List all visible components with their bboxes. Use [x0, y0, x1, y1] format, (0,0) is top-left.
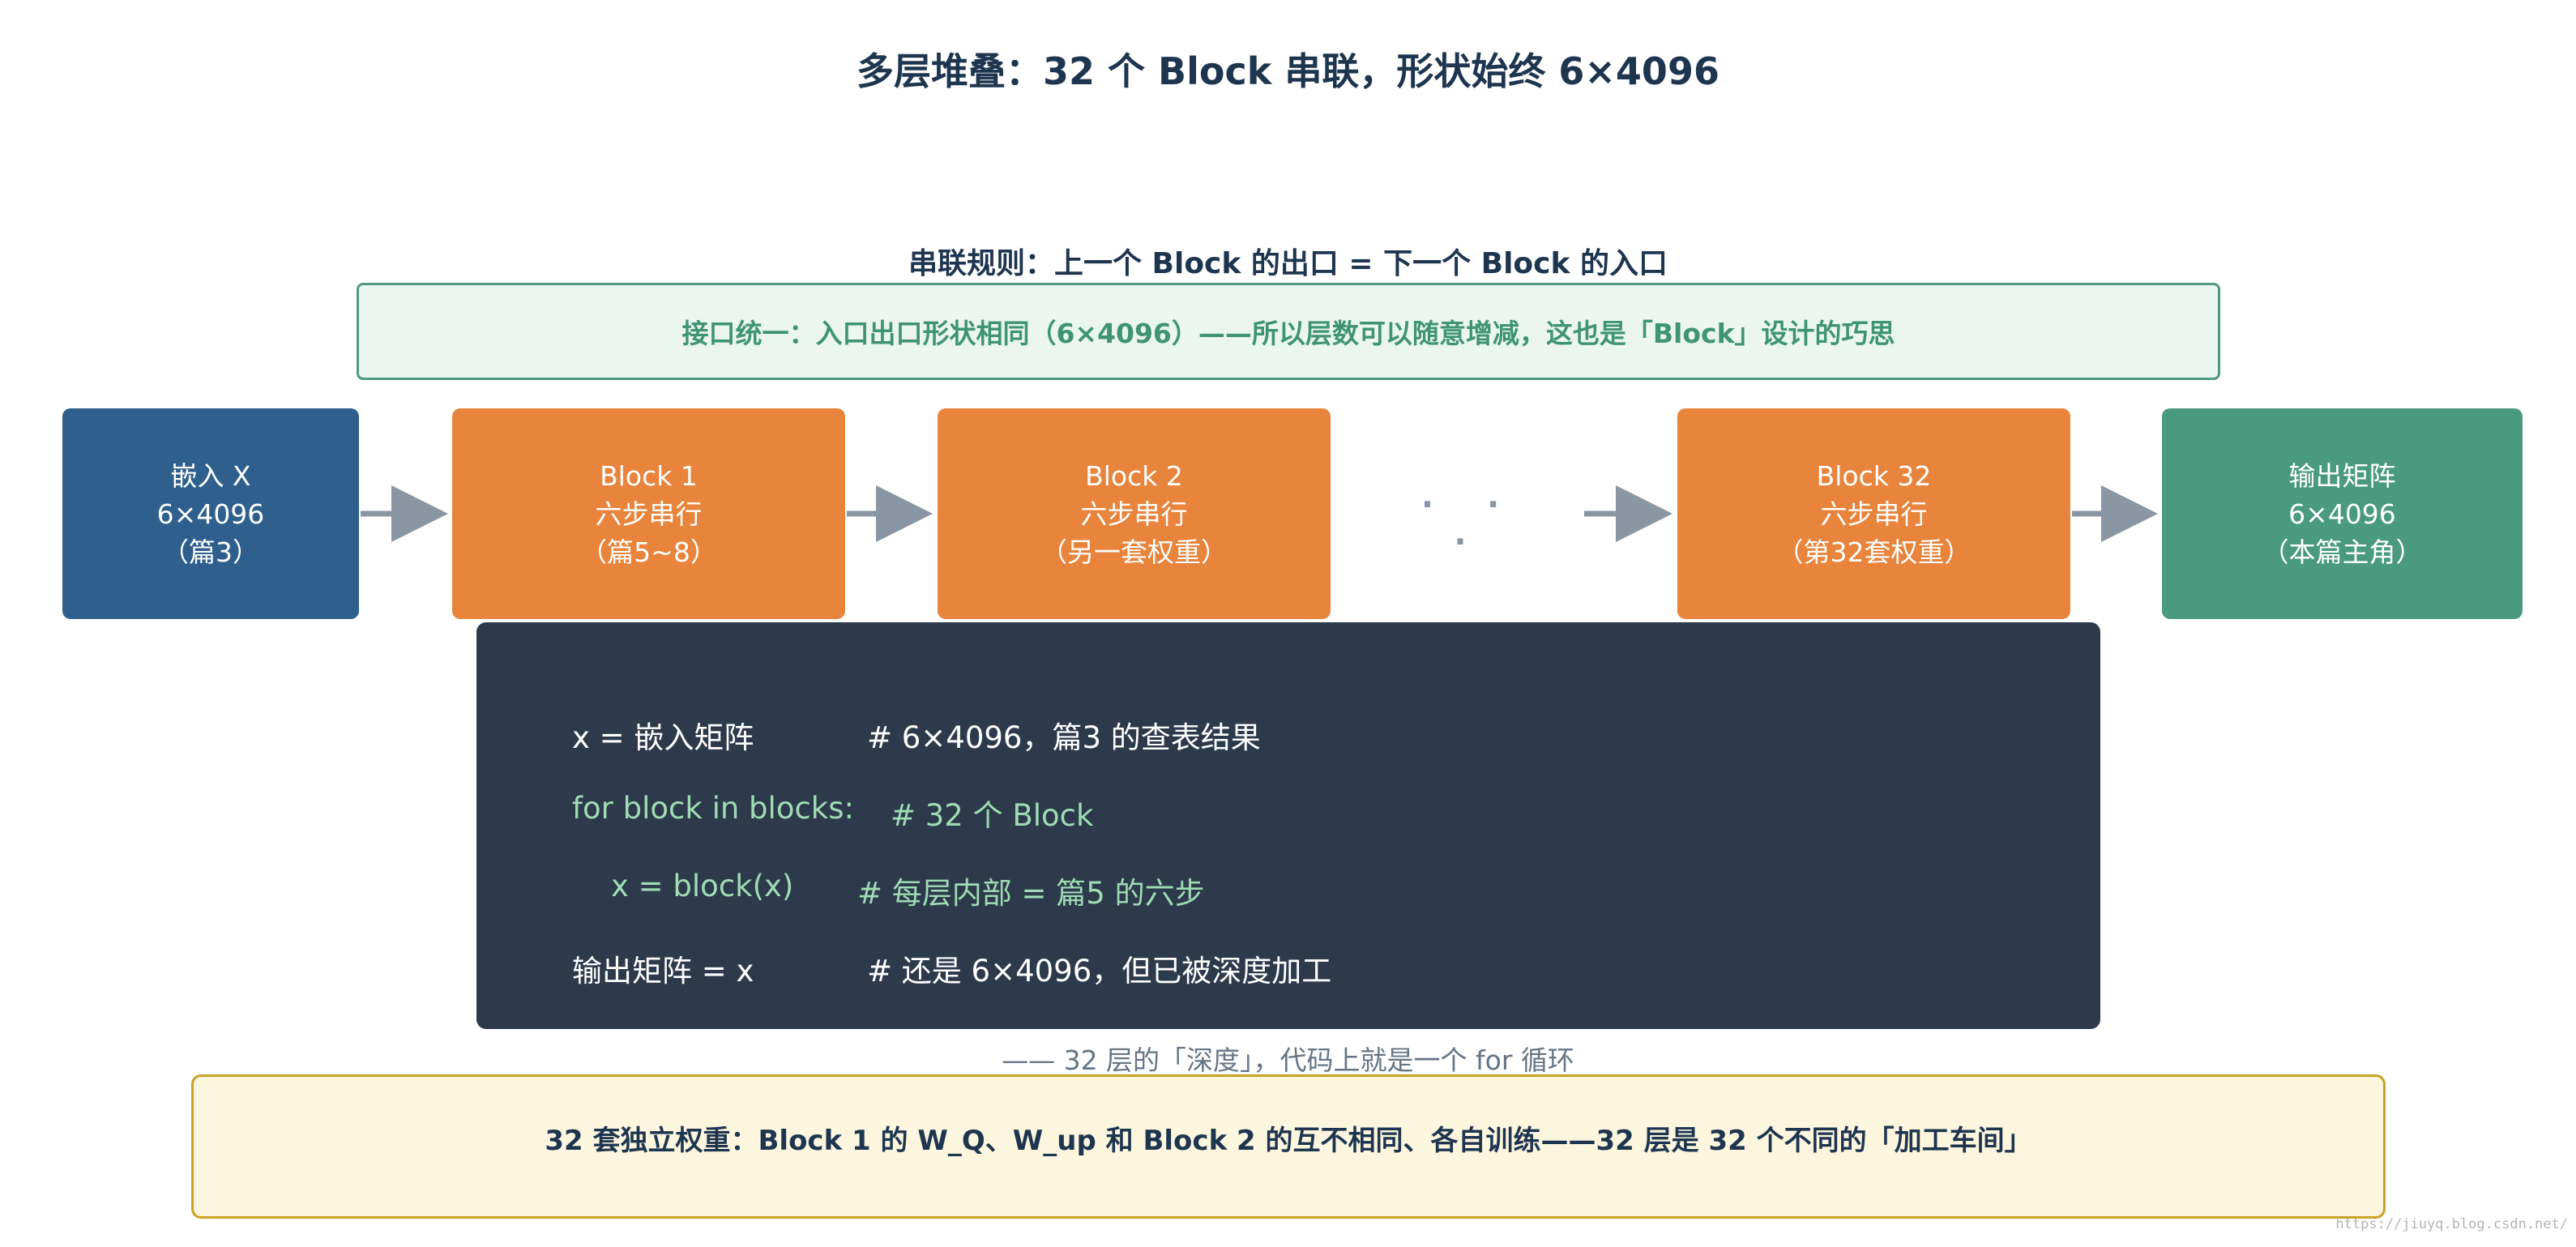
node-block-32: Block 32 六步串行 （第32套权重） — [1677, 408, 2070, 619]
watermark: https://jiuyq.blog.csdn.net/ — [2335, 1216, 2568, 1232]
node-output-matrix: 输出矩阵 6×4096 （本篇主角） — [2162, 408, 2523, 619]
node-output-line2: 6×4096 — [2288, 498, 2396, 530]
node-block2-line1: Block 2 — [1085, 459, 1183, 492]
code-line2-code: for block in blocks: — [572, 791, 854, 826]
node-embedding-input: 嵌入 X 6×4096 （篇3） — [62, 408, 359, 619]
code-line2-comment: # 32 个 Block — [891, 798, 1094, 833]
ellipsis-dots: · · · — [1420, 486, 1521, 561]
node-block2-line2: 六步串行 — [1080, 498, 1188, 530]
node-block-2: Block 2 六步串行 （另一套权重） — [938, 408, 1331, 619]
node-block-1: Block 1 六步串行 （篇5~8） — [452, 408, 845, 619]
node-output-line3: （本篇主角） — [2262, 536, 2423, 568]
weights-note-text: 32 套独立权重：Block 1 的 W_Q、W_up 和 Block 2 的互… — [545, 1124, 2032, 1157]
node-input-line1: 嵌入 X — [170, 459, 251, 492]
code-line1-comment: # 6×4096，篇3 的查表结果 — [867, 720, 1261, 755]
rule-title: 串联规则：上一个 Block 的出口 = 下一个 Block 的入口 — [908, 247, 1668, 280]
node-block32-line1: Block 32 — [1816, 459, 1932, 492]
code-line1-code: x = 嵌入矩阵 — [572, 720, 754, 755]
code-block: x = 嵌入矩阵 # 6×4096，篇3 的查表结果 for block in … — [476, 622, 2100, 1029]
diagram-title: 多层堆叠：32 个 Block 串联，形状始终 6×4096 — [857, 49, 1719, 93]
interface-note-text: 接口统一：入口出口形状相同（6×4096）——所以层数可以随意增减，这也是「Bl… — [681, 318, 1895, 349]
node-input-line2: 6×4096 — [156, 498, 265, 530]
code-line3-comment: # 每层内部 = 篇5 的六步 — [857, 876, 1205, 911]
node-block1-line2: 六步串行 — [595, 498, 703, 530]
code-line3-code: x = block(x) — [611, 869, 794, 903]
code-line4-comment: # 还是 6×4096，但已被深度加工 — [867, 954, 1332, 989]
interface-note-box: 接口统一：入口出口形状相同（6×4096）——所以层数可以随意增减，这也是「Bl… — [357, 283, 2220, 380]
node-block1-line3: （篇5~8） — [580, 536, 717, 568]
node-block1-line1: Block 1 — [600, 459, 698, 492]
weights-note-box: 32 套独立权重：Block 1 的 W_Q、W_up 和 Block 2 的互… — [191, 1074, 2386, 1219]
code-caption: —— 32 层的「深度」，代码上就是一个 for 循环 — [1002, 1044, 1574, 1076]
node-block32-line2: 六步串行 — [1820, 498, 1928, 530]
node-block2-line3: （另一套权重） — [1040, 536, 1228, 568]
node-input-line3: （篇3） — [162, 536, 259, 568]
node-output-line1: 输出矩阵 — [2288, 459, 2396, 492]
code-line4-code: 输出矩阵 = x — [572, 954, 754, 989]
node-block32-line3: （第32套权重） — [1776, 536, 1972, 568]
